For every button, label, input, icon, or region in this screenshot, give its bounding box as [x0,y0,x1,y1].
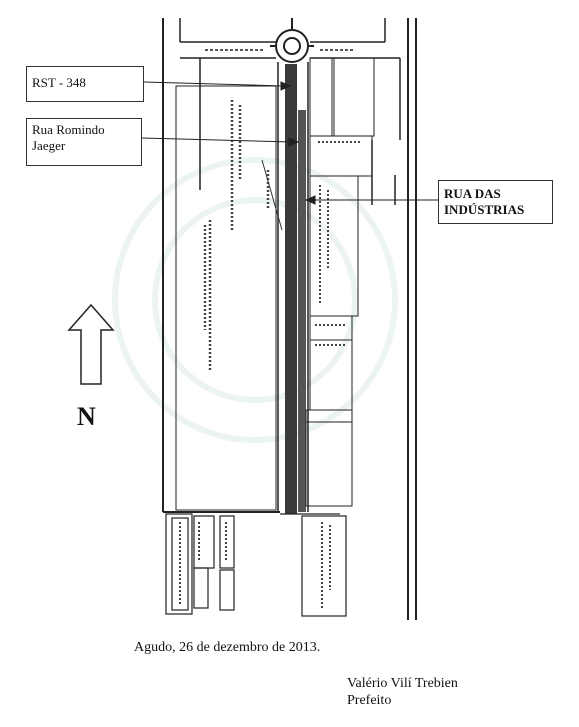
callout-rua-romindo-jaeger: Rua Romindo Jaeger [26,118,142,166]
callout-industrias-line2: INDÚSTRIAS [444,202,525,217]
callout-rua-das-industrias: RUA DAS INDÚSTRIAS [438,180,553,224]
watermark-seal [112,157,398,443]
bottom-parcel-blocks [165,513,347,617]
callout-romindo-line2: Jaeger [32,138,66,153]
callout-arrows [141,81,438,205]
north-label: N [77,402,96,431]
left-parcel-block [175,85,283,511]
roundabout [270,18,314,63]
signature-block: Valério Vilí Trebien Prefeito [347,675,458,709]
callout-industrias-line1: RUA DAS [444,186,501,201]
callout-rst-348-label: RST - 348 [32,75,86,90]
callout-rst-348: RST - 348 [26,66,144,102]
right-parcel-marks [315,141,360,346]
highway-rst-348 [277,62,309,514]
bottom-parcel-marks [179,522,331,610]
map-frame [162,18,417,620]
right-parcel-blocks [305,57,375,507]
rua-das-industrias-streets [371,140,396,205]
callout-romindo-line1: Rua Romindo [32,122,105,137]
date-line: Agudo, 26 de dezembro de 2013. [134,640,321,655]
north-arrow-icon [67,303,115,385]
signer-name: Valério Vilí Trebien [347,676,458,691]
signer-title: Prefeito [347,693,392,708]
